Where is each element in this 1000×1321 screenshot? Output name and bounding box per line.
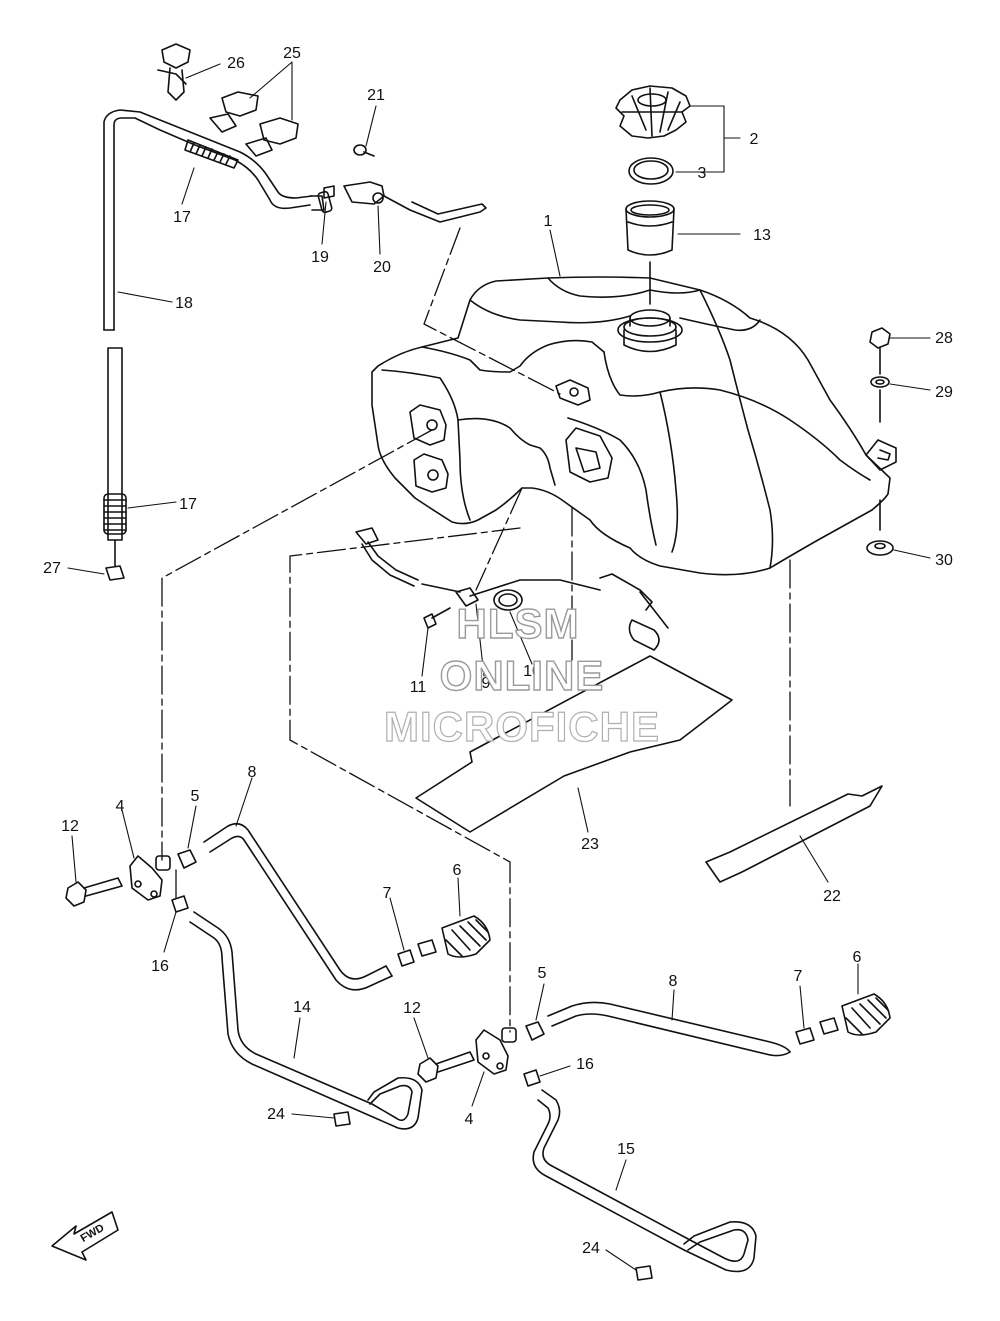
bolt-12-left (65, 877, 123, 907)
fuel-level-sender (455, 573, 669, 651)
petcock-right (475, 1027, 517, 1075)
protector-sleeve-lower (103, 493, 127, 535)
tank-pad-23 (415, 655, 733, 833)
callout-c7a: 7 (383, 885, 392, 902)
callout-c24a: 24 (267, 1106, 285, 1123)
callout-c8b: 8 (669, 973, 678, 990)
hose-15 (532, 1089, 757, 1273)
clip-25-upper (209, 91, 259, 133)
fuel-tank (371, 276, 897, 576)
fwd-arrow-badge (51, 1211, 119, 1261)
callout-c15: 15 (617, 1141, 635, 1158)
bolt-28 (869, 327, 891, 375)
callout-c5a: 5 (191, 788, 200, 805)
callout-c24b: 24 (582, 1240, 600, 1257)
callout-c20: 20 (373, 259, 391, 276)
callout-c19: 19 (311, 249, 329, 266)
bolt-12-right (417, 1051, 475, 1083)
petcock-mount-lower (413, 453, 449, 493)
callout-c4b: 4 (465, 1111, 474, 1128)
callout-c22: 22 (823, 888, 841, 905)
callout-c7b: 7 (794, 968, 803, 985)
assembly-guide-lines (161, 227, 791, 1033)
callout-c8a: 8 (248, 764, 257, 781)
pump-gasket-10 (493, 589, 523, 611)
callout-c12a: 12 (61, 818, 79, 835)
clamp-7-right (795, 1027, 815, 1045)
callout-c27: 27 (43, 560, 61, 577)
fuel-cap (615, 85, 691, 139)
screw-21 (353, 144, 375, 157)
fuel-hose-8-right (547, 1001, 791, 1057)
clip-24-left (333, 1111, 351, 1127)
callout-c25: 25 (283, 45, 301, 62)
callout-c5b: 5 (538, 965, 547, 982)
fuel-pump-mount (565, 427, 613, 483)
top-sender-mount (555, 379, 591, 406)
breather-valve-20 (343, 181, 487, 223)
petcock-left (129, 855, 171, 901)
sender-wire-harness (355, 527, 461, 593)
fuel-hose-8-left (203, 822, 393, 991)
breather-hose-assembly (103, 109, 487, 331)
fuel-filter-6-right (819, 993, 891, 1036)
cap-seal (628, 157, 674, 185)
callout-c9: 9 (482, 675, 491, 692)
washer-29 (870, 376, 890, 388)
callout-c16a: 16 (151, 958, 169, 975)
callout-c10: 10 (523, 663, 541, 680)
callout-c1: 1 (544, 213, 553, 230)
callout-c6b: 6 (853, 949, 862, 966)
filler-strainer (625, 200, 675, 256)
clip-26 (157, 43, 191, 101)
callout-leaders (67, 61, 931, 1271)
callout-c14: 14 (293, 999, 311, 1016)
vent-hose-lower (103, 347, 127, 581)
clip-16-left (171, 895, 189, 913)
collar-5-left (177, 849, 197, 869)
callout-c23: 23 (581, 836, 599, 853)
callout-c3: 3 (698, 165, 707, 182)
clip-16-right (523, 1069, 541, 1087)
callout-c30: 30 (935, 552, 953, 569)
clamp-7-left (397, 949, 415, 967)
callout-c11: 11 (410, 679, 427, 696)
callout-c18: 18 (175, 295, 193, 312)
callout-c12b: 12 (403, 1000, 421, 1017)
collar-5-right (525, 1021, 545, 1041)
callout-c16b: 16 (576, 1056, 594, 1073)
clip-25-lower (245, 117, 299, 157)
callout-c2: 2 (750, 131, 759, 148)
hose-14 (189, 911, 423, 1130)
callout-c4a: 4 (116, 798, 125, 815)
protector-sleeve-upper (184, 139, 239, 169)
callout-c21: 21 (367, 87, 385, 104)
damper-strip-22 (705, 785, 883, 883)
clip-24-right (635, 1265, 653, 1281)
hose-end-27 (105, 539, 125, 581)
sender-bolt-11 (423, 607, 451, 629)
callout-c17a: 17 (173, 209, 191, 226)
callout-c29: 29 (935, 384, 953, 401)
fuel-filter-6-left (417, 915, 491, 958)
callout-c17b: 17 (179, 496, 197, 513)
clamp-19 (323, 185, 335, 199)
callout-c28: 28 (935, 330, 953, 347)
breather-joint (309, 190, 333, 214)
callout-c26: 26 (227, 55, 245, 72)
callout-c6a: 6 (453, 862, 462, 879)
callout-c13: 13 (753, 227, 771, 244)
grommet-30 (866, 540, 894, 556)
